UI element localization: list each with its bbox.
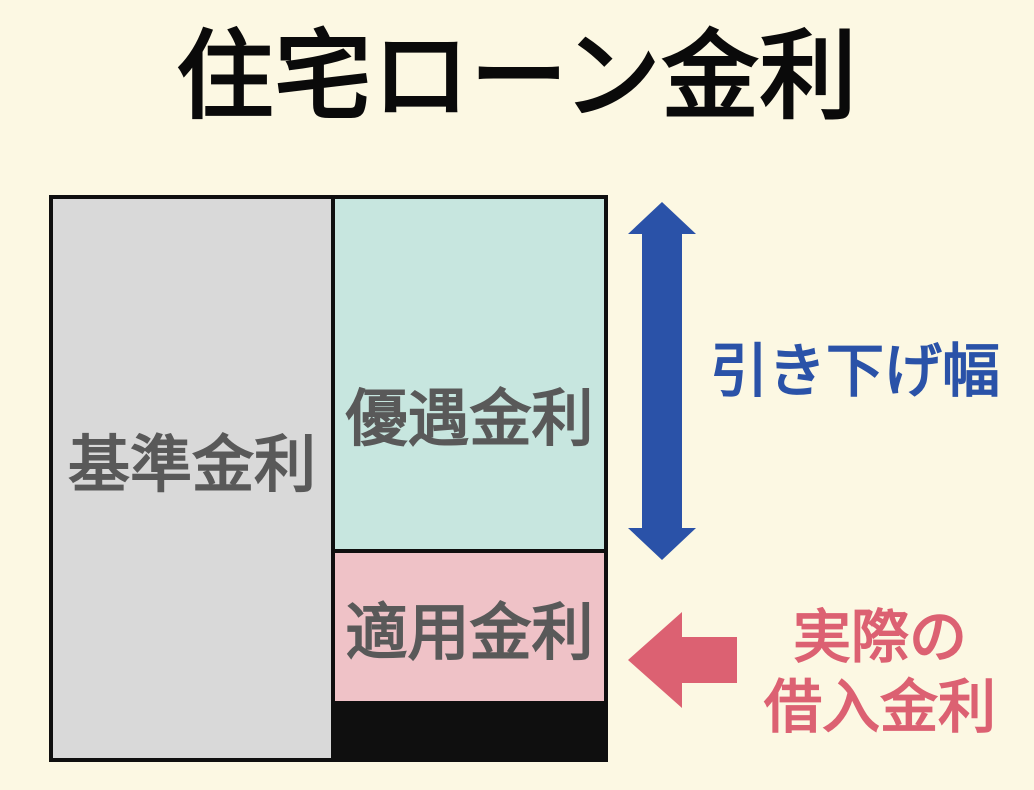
- double-vertical-arrow-icon: [628, 202, 696, 560]
- rate-diagram: 基準金利 優遇金利 適用金利: [49, 195, 608, 762]
- page-title: 住宅ローン金利: [176, 22, 858, 131]
- preferential-rate-cell: 優遇金利: [335, 199, 604, 553]
- actual-borrowing-rate-line1: 実際の: [792, 605, 967, 670]
- right-column: 優遇金利 適用金利: [335, 199, 604, 701]
- actual-borrowing-rate-label: 実際の 借入金利: [755, 603, 1005, 742]
- actual-borrowing-rate-line2: 借入金利: [763, 674, 996, 740]
- applied-rate-label: 適用金利: [345, 598, 594, 668]
- reduction-width-label: 引き下げ幅: [710, 339, 1001, 404]
- preferential-rate-label: 優遇金利: [345, 385, 594, 454]
- base-rate-cell: 基準金利: [53, 199, 335, 758]
- base-rate-label: 基準金利: [67, 430, 316, 500]
- left-arrow-icon: [628, 612, 737, 708]
- applied-rate-cell: 適用金利: [335, 553, 604, 701]
